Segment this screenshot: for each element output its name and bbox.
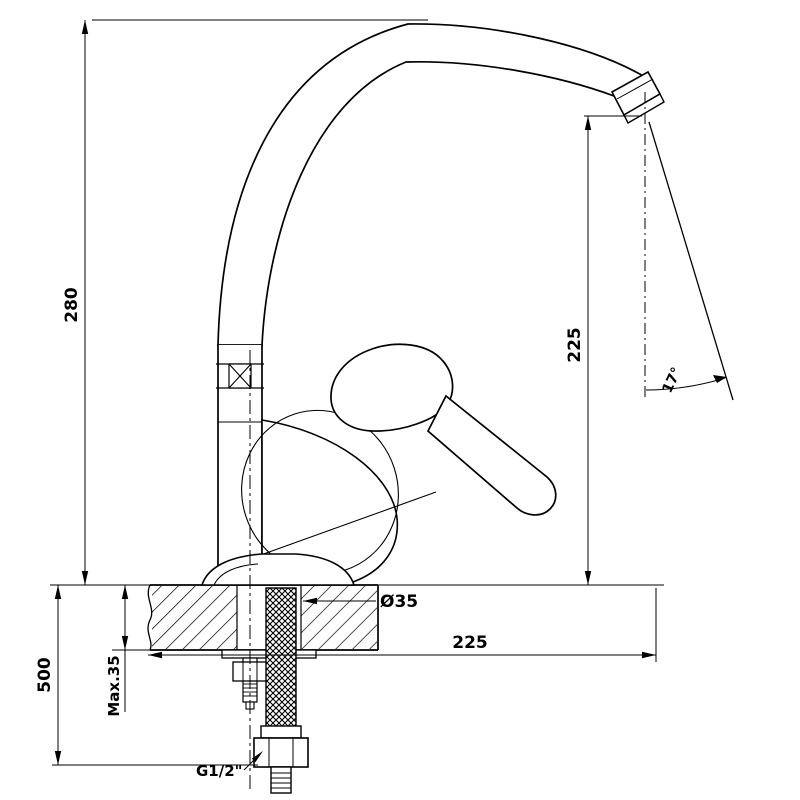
dim-install-length-label: 500 <box>35 657 55 693</box>
dim-spout-reach-label: 225 <box>452 633 488 653</box>
water-stream-line <box>648 121 734 401</box>
arrowhead <box>148 651 162 659</box>
arrowhead <box>642 651 656 659</box>
arrowhead <box>54 585 62 599</box>
arrowhead <box>584 571 592 585</box>
handle-lever-arm <box>426 394 557 516</box>
stream-angle-group: 17° <box>644 92 734 401</box>
angle-arc-arrow <box>713 375 727 383</box>
arrowhead <box>121 585 129 599</box>
dim-spout-reach: 225 <box>148 588 657 662</box>
thread-size-label: G1/2" <box>196 762 242 780</box>
base-escutcheon <box>200 553 356 586</box>
spout-head-detail-line <box>616 78 654 100</box>
arrowhead <box>54 751 62 765</box>
arrowhead <box>81 20 89 34</box>
dim-outlet-height: 225 <box>565 115 642 585</box>
dim-overall-height: 280 <box>62 19 428 585</box>
arrowhead <box>81 571 89 585</box>
under-deck-hardware <box>221 587 317 794</box>
section-symbol-x2 <box>228 363 252 389</box>
dim-max-thickness-label: Max.35 <box>105 655 123 716</box>
dimensions: 280 225 225 500 <box>35 19 664 780</box>
body-seam-line <box>257 491 437 557</box>
arrowhead <box>584 116 592 130</box>
pipe-threads <box>271 772 291 789</box>
countertop-hatch-left <box>152 586 237 649</box>
angle-arc <box>645 377 726 391</box>
arrowhead <box>121 636 129 650</box>
stream-angle-label: 17° <box>660 365 686 396</box>
dim-install-length: 500 <box>35 585 258 766</box>
countertop-break-edge-left <box>147 584 153 651</box>
leader-hole-diameter: Ø35 <box>303 592 418 612</box>
leader-thread-size: G1/2" <box>196 751 263 780</box>
countertop-hatch-right <box>301 586 377 649</box>
base-inner-arc <box>213 563 259 586</box>
dim-outlet-height-label: 225 <box>565 327 585 363</box>
handle-grip <box>330 343 454 432</box>
hole-diameter-label: Ø35 <box>380 592 418 612</box>
dim-overall-height-label: 280 <box>62 287 82 323</box>
supply-hose <box>265 587 297 735</box>
arrowhead <box>303 597 317 605</box>
dim-max-thickness: Max.35 <box>105 585 152 717</box>
faucet <box>200 23 665 586</box>
spout-gooseneck <box>217 23 652 346</box>
g12-connection-nut <box>253 737 309 768</box>
arrowhead <box>251 751 263 763</box>
hose-collar <box>260 725 302 739</box>
swivel-ring <box>216 363 264 389</box>
countertop-section <box>147 584 379 651</box>
g12-threaded-pipe <box>270 766 292 794</box>
